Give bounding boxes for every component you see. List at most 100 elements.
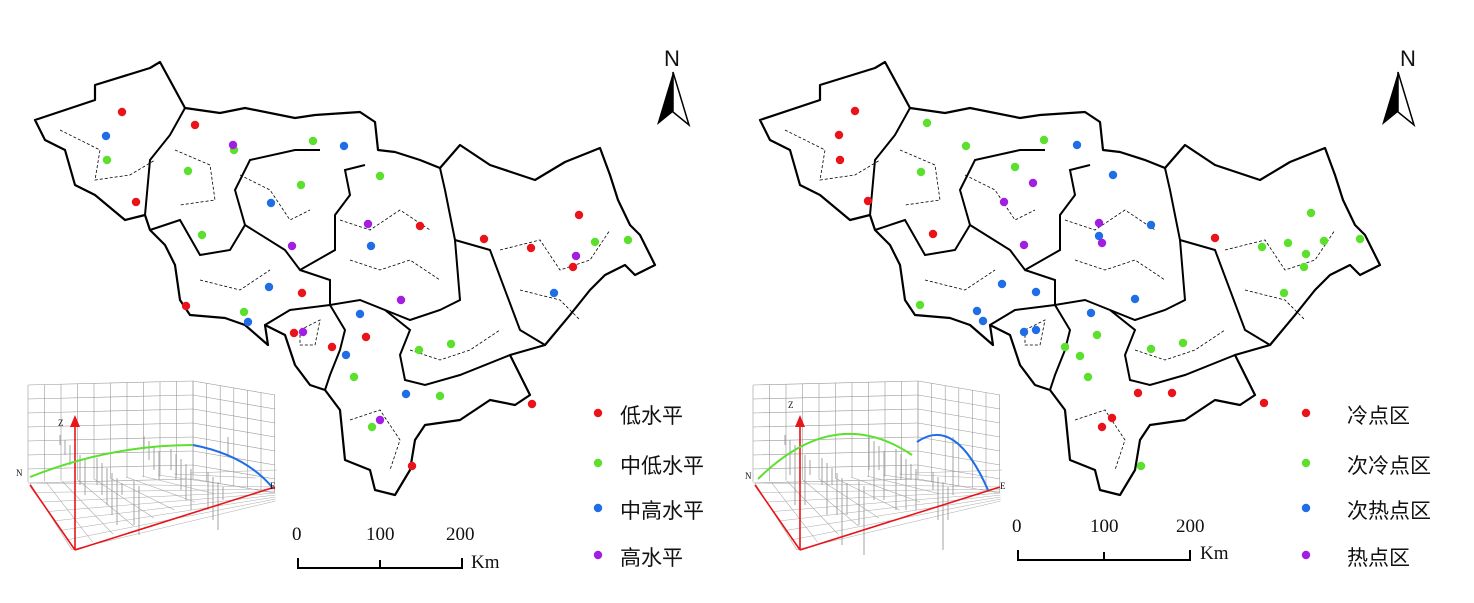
sample-point-r xyxy=(568,262,578,272)
sample-point-g xyxy=(1279,288,1289,298)
sample-point-g xyxy=(1257,242,1267,252)
city-boundary xyxy=(1024,167,1187,322)
sample-point-r xyxy=(928,229,938,239)
county-boundary xyxy=(519,289,581,321)
city-boundary xyxy=(264,304,331,326)
province-boundary xyxy=(33,60,657,497)
sample-point-b xyxy=(549,288,559,298)
grid-line xyxy=(752,422,919,428)
county-boundary xyxy=(339,209,431,231)
floor-grid-line xyxy=(796,500,1001,550)
floor-grid-line xyxy=(173,473,257,479)
sample-point-g xyxy=(922,118,932,128)
county-boundary xyxy=(1074,259,1166,281)
floor-grid-line xyxy=(35,488,276,493)
grid-line xyxy=(752,408,919,414)
scale-tick-label: 200 xyxy=(446,524,475,545)
city-boundary xyxy=(144,107,186,216)
sample-point-g xyxy=(915,300,925,310)
sample-point-r xyxy=(131,197,141,207)
sample-point-g xyxy=(367,422,377,432)
city-boundary xyxy=(1179,239,1271,346)
sample-point-g xyxy=(1136,461,1146,471)
sample-point-r xyxy=(1210,233,1220,243)
scale-bar xyxy=(297,558,463,569)
sample-point-g xyxy=(197,230,207,240)
sample-point-r xyxy=(415,221,425,231)
sample-point-b xyxy=(1072,140,1082,150)
sample-point-p xyxy=(1028,178,1038,188)
trend-axis-z: Z xyxy=(58,418,64,428)
sample-point-r xyxy=(850,106,860,116)
z-arrow-icon xyxy=(795,415,805,427)
legend-label: 次冷点区 xyxy=(1347,454,1431,478)
sample-point-b xyxy=(1086,308,1096,318)
sample-point-g xyxy=(349,372,359,382)
sample-point-p xyxy=(999,197,1009,207)
scale-bar xyxy=(1017,550,1191,561)
sample-point-b xyxy=(1031,325,1041,335)
trend-axis-z: Z xyxy=(788,400,794,410)
sample-point-g xyxy=(1146,344,1156,354)
grid-line xyxy=(752,450,919,456)
sample-point-g xyxy=(1092,330,1102,340)
scale-tick-label: 0 xyxy=(1012,516,1022,537)
legend-marker xyxy=(1301,550,1311,560)
province-boundary xyxy=(758,60,1382,497)
sample-point-r xyxy=(863,196,873,206)
sample-point-p xyxy=(571,251,581,261)
floor-grid-line xyxy=(189,469,278,474)
city-boundary xyxy=(384,309,511,387)
sample-point-g xyxy=(375,171,385,181)
sample-point-p xyxy=(287,241,297,251)
sample-point-g xyxy=(623,235,633,245)
floor-grid-line xyxy=(141,475,216,495)
sample-point-p xyxy=(228,140,238,150)
north-arrow-icon xyxy=(1382,72,1398,125)
legend-label: 高水平 xyxy=(620,546,683,570)
sample-point-r xyxy=(574,210,584,220)
sample-point-r xyxy=(1097,422,1107,432)
sample-point-p xyxy=(396,295,406,305)
sample-point-g xyxy=(239,307,249,317)
floor-grid-line xyxy=(53,494,276,522)
county-boundary xyxy=(899,149,941,206)
sample-point-b xyxy=(1108,170,1118,180)
sample-point-b xyxy=(101,131,111,141)
trend-axis-e: E xyxy=(1000,481,1006,491)
floor-grid-line xyxy=(786,480,839,535)
legend-marker xyxy=(1301,458,1311,468)
city-boundary xyxy=(454,239,546,346)
trend-axis-n: N xyxy=(745,471,752,481)
county-boundary xyxy=(924,269,996,291)
sample-point-g xyxy=(1083,372,1093,382)
floor-grid-line xyxy=(784,496,1001,531)
trend-line-green xyxy=(29,444,194,478)
sample-point-g xyxy=(590,237,600,247)
trend-axis xyxy=(754,418,1001,551)
sample-point-b xyxy=(1094,231,1104,241)
sample-point-p xyxy=(375,415,385,425)
sample-point-g xyxy=(435,391,445,401)
sample-point-g xyxy=(1299,262,1309,272)
county-boundary xyxy=(1224,229,1336,271)
grid-line xyxy=(27,394,194,400)
sample-point-r xyxy=(527,399,537,409)
map-panel-hotspots xyxy=(752,60,1416,561)
sample-point-g xyxy=(1301,249,1311,259)
floor-grid-line xyxy=(61,480,114,535)
county-boundary xyxy=(1244,289,1306,321)
sample-point-p xyxy=(298,327,308,337)
legend-label: 次热点区 xyxy=(1347,499,1431,523)
sample-point-g xyxy=(1178,338,1188,348)
county-boundary xyxy=(299,319,321,346)
sample-point-g xyxy=(414,345,424,355)
sample-point-b xyxy=(978,316,988,326)
trend-analysis-inset xyxy=(752,380,1003,555)
sample-point-r xyxy=(835,155,845,165)
north-arrow-icon xyxy=(657,72,673,125)
floor-grid-line xyxy=(914,469,1003,474)
sample-point-g xyxy=(308,136,318,146)
sample-point-r xyxy=(526,243,536,253)
county-boundary xyxy=(1024,319,1046,346)
